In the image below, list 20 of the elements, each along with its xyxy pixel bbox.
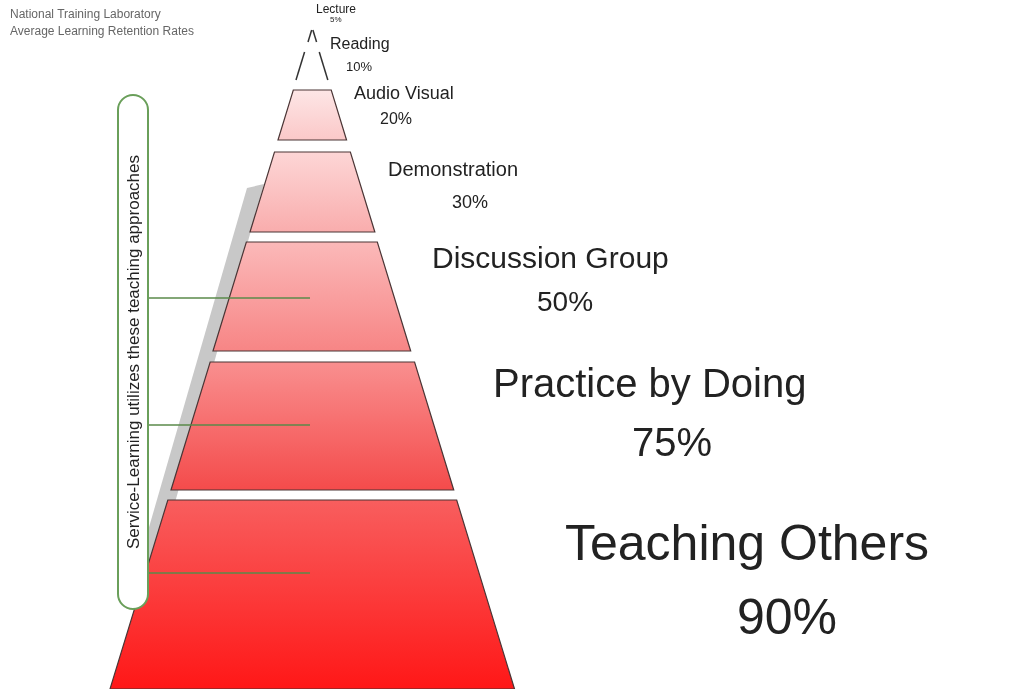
retention-percent: 90% [737,592,838,642]
retention-percent: 5% [330,16,342,24]
retention-percent: 30% [452,193,488,211]
tier-name: Teaching Others [565,518,930,568]
retention-percent: 50% [537,288,594,316]
leader-line [148,572,311,574]
tier-name: Reading [330,36,390,52]
retention-percent: 20% [380,111,412,127]
chart-title: National Training Laboratory [10,8,161,20]
callout-pill [117,94,149,610]
tier-name: Audio Visual [354,84,454,102]
tier-name: Practice by Doing [493,363,807,403]
tier-name: Lecture [316,3,356,15]
tier-name: Demonstration [388,159,519,179]
chart-title: Average Learning Retention Rates [10,25,194,37]
callout-text: Service-Learning utilizes these teaching approaches [124,154,142,550]
tier-name: Discussion Group [432,243,669,273]
retention-percent: 10% [346,60,372,73]
retention-percent: 75% [632,422,713,462]
leader-line [148,424,311,426]
